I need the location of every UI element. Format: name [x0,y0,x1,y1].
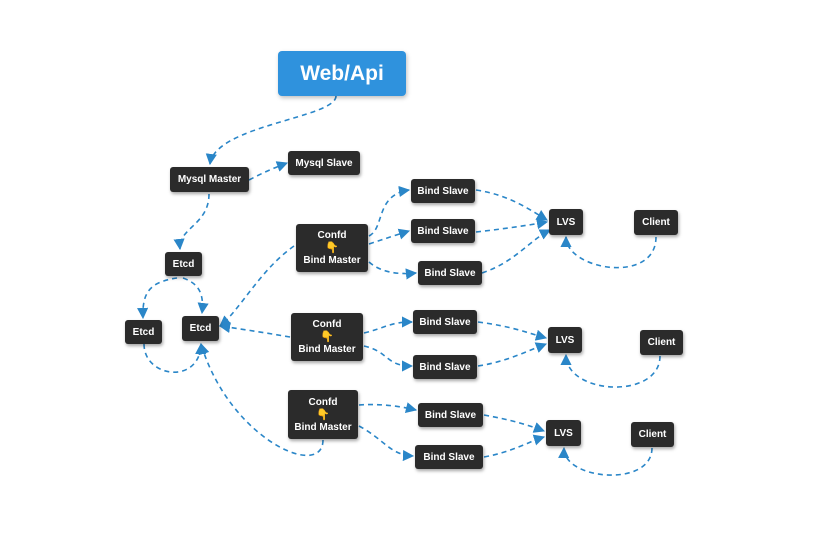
confd-label: Confd [317,230,347,241]
bind-slave-node-1a: Bind Slave [411,179,475,203]
edge-master-3-slave-2 [358,425,415,462]
bind-slave-node-2b: Bind Slave [413,355,477,379]
client-node-3: Client [631,422,674,447]
edge-slave-b2-lvs-2 [477,342,548,367]
mysql-slave-label: Mysql Slave [295,157,353,169]
bind-slave-node-1b: Bind Slave [411,219,475,243]
bind-slave-node-3a: Bind Slave [418,403,483,427]
confd-bind-master-node-1: Confd 👇 Bind Master [296,224,368,272]
bind-master-label: Bind Master [303,255,361,266]
bind-slave-label: Bind Slave [423,451,475,463]
pointing-hand-icon: 👇 [320,331,334,343]
pointing-hand-icon: 👇 [316,408,330,421]
bind-slave-node-2a: Bind Slave [413,310,477,334]
bind-slave-node-3b: Bind Slave [415,445,483,469]
lvs-label: LVS [555,334,575,346]
edge-slave-c2-lvs-3 [483,434,546,458]
etcd-node-left: Etcd [125,320,162,344]
bind-slave-node-1c: Bind Slave [418,261,482,285]
lvs-node-2: LVS [548,327,582,353]
bind-slave-label: Bind Slave [417,185,469,197]
edge-mysql-master-mysql-slave [248,161,289,181]
client-label: Client [638,429,667,440]
confd-label: Confd [312,319,342,330]
confd-bind-master-node-2: Confd 👇 Bind Master [291,313,363,361]
edge-confd-2-etcd [218,321,291,338]
pointing-hand-icon: 👇 [325,242,339,254]
confd-label: Confd [308,396,338,408]
edge-confd-1-etcd [219,245,295,327]
mysql-master-label: Mysql Master [177,174,242,185]
webapi-label: Web/Api [300,61,384,85]
edge-slave-1-lvs-1 [475,189,548,221]
edge-etcd-left-etcd-right [143,342,207,373]
etcd-label: Etcd [132,326,155,338]
client-node-2: Client [640,330,683,355]
edge-etcd-top-etcd-right [182,277,209,315]
edge-mysql-master-etcd [173,193,210,251]
etcd-node-right: Etcd [182,316,219,341]
edge-webapi-mysql-master [205,95,337,166]
etcd-node-top: Etcd [165,252,202,276]
client-label: Client [642,217,670,228]
confd-bind-master-node-3: Confd 👇 Bind Master [288,390,358,439]
client-label: Client [647,337,676,348]
etcd-label: Etcd [172,258,195,270]
etcd-label: Etcd [189,323,212,334]
edge-client-1-lvs-1 [560,235,657,269]
bind-slave-label: Bind Slave [424,409,477,421]
edge-slave-2-lvs-1 [475,218,549,233]
edge-master-3-slave-1 [358,402,418,414]
lvs-node-3: LVS [546,420,581,446]
bind-master-label: Bind Master [294,421,352,433]
edge-master-2-slave-1 [363,316,414,334]
edge-slave-b1-lvs-2 [477,321,548,341]
edge-client-3-lvs-3 [558,446,653,476]
webapi-node: Web/Api [278,51,406,96]
bind-slave-label: Bind Slave [424,267,476,279]
mysql-master-node: Mysql Master [170,167,249,192]
lvs-node-1: LVS [549,209,583,235]
edge-etcd-top-etcd-left [137,277,178,320]
edge-confd-3-etcd [198,342,324,457]
mysql-slave-node: Mysql Slave [288,151,360,175]
edge-master-1-slave-1 [368,185,411,237]
client-node-1: Client [634,210,678,235]
bind-slave-label: Bind Slave [419,316,471,328]
bind-slave-label: Bind Slave [417,225,469,237]
lvs-label: LVS [554,427,573,439]
bind-master-label: Bind Master [298,344,356,355]
edge-master-1-slave-2 [368,228,411,245]
bind-slave-label: Bind Slave [419,361,471,373]
edge-master-2-slave-2 [363,345,414,372]
edge-slave-c1-lvs-3 [483,414,546,433]
edge-client-2-lvs-2 [560,353,661,388]
edge-slave-3-lvs-1 [481,229,552,274]
lvs-label: LVS [556,216,576,228]
edge-master-1-slave-3 [368,261,418,280]
